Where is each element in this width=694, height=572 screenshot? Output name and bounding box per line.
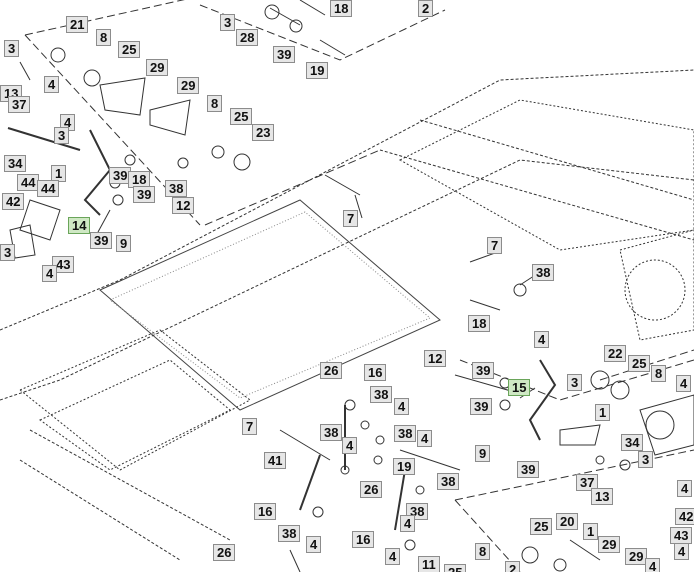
callout-44[interactable]: 44 bbox=[17, 174, 40, 191]
callout-1[interactable]: 1 bbox=[595, 404, 611, 421]
callout-39[interactable]: 39 bbox=[273, 46, 296, 63]
callout-19[interactable]: 19 bbox=[306, 62, 329, 79]
callout-4[interactable]: 4 bbox=[42, 265, 58, 282]
callout-7[interactable]: 7 bbox=[487, 237, 503, 254]
callout-43[interactable]: 43 bbox=[52, 256, 75, 273]
callout-3[interactable]: 3 bbox=[54, 127, 70, 144]
callout-37[interactable]: 37 bbox=[8, 96, 31, 113]
callout-25[interactable]: 25 bbox=[628, 355, 651, 372]
callout-3[interactable]: 3 bbox=[0, 244, 16, 261]
callout-38[interactable]: 38 bbox=[278, 525, 301, 542]
callout-8[interactable]: 8 bbox=[207, 95, 223, 112]
callout-16[interactable]: 16 bbox=[364, 364, 387, 381]
callout-9[interactable]: 9 bbox=[475, 445, 491, 462]
callout-2[interactable]: 2 bbox=[418, 0, 434, 17]
callout-3[interactable]: 3 bbox=[638, 451, 654, 468]
callout-42[interactable]: 42 bbox=[2, 193, 25, 210]
callout-29[interactable]: 29 bbox=[598, 536, 621, 553]
callout-18[interactable]: 18 bbox=[468, 315, 491, 332]
callout-38[interactable]: 38 bbox=[320, 424, 343, 441]
callout-1[interactable]: 1 bbox=[583, 523, 599, 540]
callout-12[interactable]: 12 bbox=[424, 350, 447, 367]
callout-26[interactable]: 26 bbox=[213, 544, 236, 561]
callout-4[interactable]: 4 bbox=[676, 375, 692, 392]
callout-39[interactable]: 39 bbox=[472, 362, 495, 379]
callout-18[interactable]: 18 bbox=[128, 171, 151, 188]
callout-19[interactable]: 19 bbox=[393, 458, 416, 475]
callout-8[interactable]: 8 bbox=[651, 365, 667, 382]
callout-13[interactable]: 13 bbox=[591, 488, 614, 505]
callout-7[interactable]: 7 bbox=[343, 210, 359, 227]
callout-42[interactable]: 42 bbox=[675, 508, 694, 525]
callout-4[interactable]: 4 bbox=[534, 331, 550, 348]
callout-4[interactable]: 4 bbox=[342, 437, 358, 454]
callout-18[interactable]: 18 bbox=[330, 0, 353, 17]
callout-26[interactable]: 26 bbox=[360, 481, 383, 498]
callout-29[interactable]: 29 bbox=[177, 77, 200, 94]
callout-4[interactable]: 4 bbox=[44, 76, 60, 93]
callout-38[interactable]: 38 bbox=[165, 180, 188, 197]
callout-4[interactable]: 4 bbox=[394, 398, 410, 415]
callout-16[interactable]: 16 bbox=[352, 531, 375, 548]
callout-29[interactable]: 29 bbox=[146, 59, 169, 76]
callout-38[interactable]: 38 bbox=[370, 386, 393, 403]
callout-4[interactable]: 4 bbox=[400, 515, 416, 532]
callout-39[interactable]: 39 bbox=[470, 398, 493, 415]
callout-8[interactable]: 8 bbox=[96, 29, 112, 46]
callout-15[interactable]: 15 bbox=[508, 379, 531, 396]
callout-43[interactable]: 43 bbox=[670, 527, 693, 544]
callout-4[interactable]: 4 bbox=[645, 558, 661, 572]
callout-20[interactable]: 20 bbox=[556, 513, 579, 530]
callout-9[interactable]: 9 bbox=[116, 235, 132, 252]
callout-16[interactable]: 16 bbox=[254, 503, 277, 520]
callout-28[interactable]: 28 bbox=[236, 29, 259, 46]
callout-25[interactable]: 25 bbox=[230, 108, 253, 125]
callout-34[interactable]: 34 bbox=[4, 155, 27, 172]
callout-14[interactable]: 14 bbox=[68, 217, 91, 234]
callout-39[interactable]: 39 bbox=[90, 232, 113, 249]
callout-3[interactable]: 3 bbox=[220, 14, 236, 31]
callout-22[interactable]: 22 bbox=[604, 345, 627, 362]
callout-44[interactable]: 44 bbox=[37, 180, 60, 197]
callout-7[interactable]: 7 bbox=[242, 418, 258, 435]
callout-23[interactable]: 23 bbox=[252, 124, 275, 141]
callout-39[interactable]: 39 bbox=[133, 186, 156, 203]
callout-8[interactable]: 8 bbox=[475, 543, 491, 560]
callout-25[interactable]: 25 bbox=[118, 41, 141, 58]
callout-11[interactable]: 11 bbox=[418, 556, 440, 572]
callout-38[interactable]: 38 bbox=[394, 425, 417, 442]
callout-39[interactable]: 39 bbox=[109, 167, 132, 184]
callout-2[interactable]: 2 bbox=[505, 561, 521, 572]
callout-3[interactable]: 3 bbox=[567, 374, 583, 391]
callout-25[interactable]: 25 bbox=[444, 564, 467, 572]
callout-21[interactable]: 21 bbox=[66, 16, 89, 33]
callout-38[interactable]: 38 bbox=[437, 473, 460, 490]
callout-34[interactable]: 34 bbox=[621, 434, 644, 451]
callout-41[interactable]: 41 bbox=[264, 452, 287, 469]
callout-37[interactable]: 37 bbox=[576, 474, 599, 491]
callout-25[interactable]: 25 bbox=[530, 518, 553, 535]
callout-4[interactable]: 4 bbox=[306, 536, 322, 553]
callout-39[interactable]: 39 bbox=[517, 461, 540, 478]
callout-4[interactable]: 4 bbox=[674, 543, 690, 560]
callout-29[interactable]: 29 bbox=[625, 548, 648, 565]
callout-4[interactable]: 4 bbox=[385, 548, 401, 565]
callout-4[interactable]: 4 bbox=[677, 480, 693, 497]
callout-3[interactable]: 3 bbox=[4, 40, 20, 57]
callout-12[interactable]: 12 bbox=[172, 197, 195, 214]
callout-4[interactable]: 4 bbox=[417, 430, 433, 447]
callout-26[interactable]: 26 bbox=[320, 362, 343, 379]
callout-38[interactable]: 38 bbox=[532, 264, 555, 281]
